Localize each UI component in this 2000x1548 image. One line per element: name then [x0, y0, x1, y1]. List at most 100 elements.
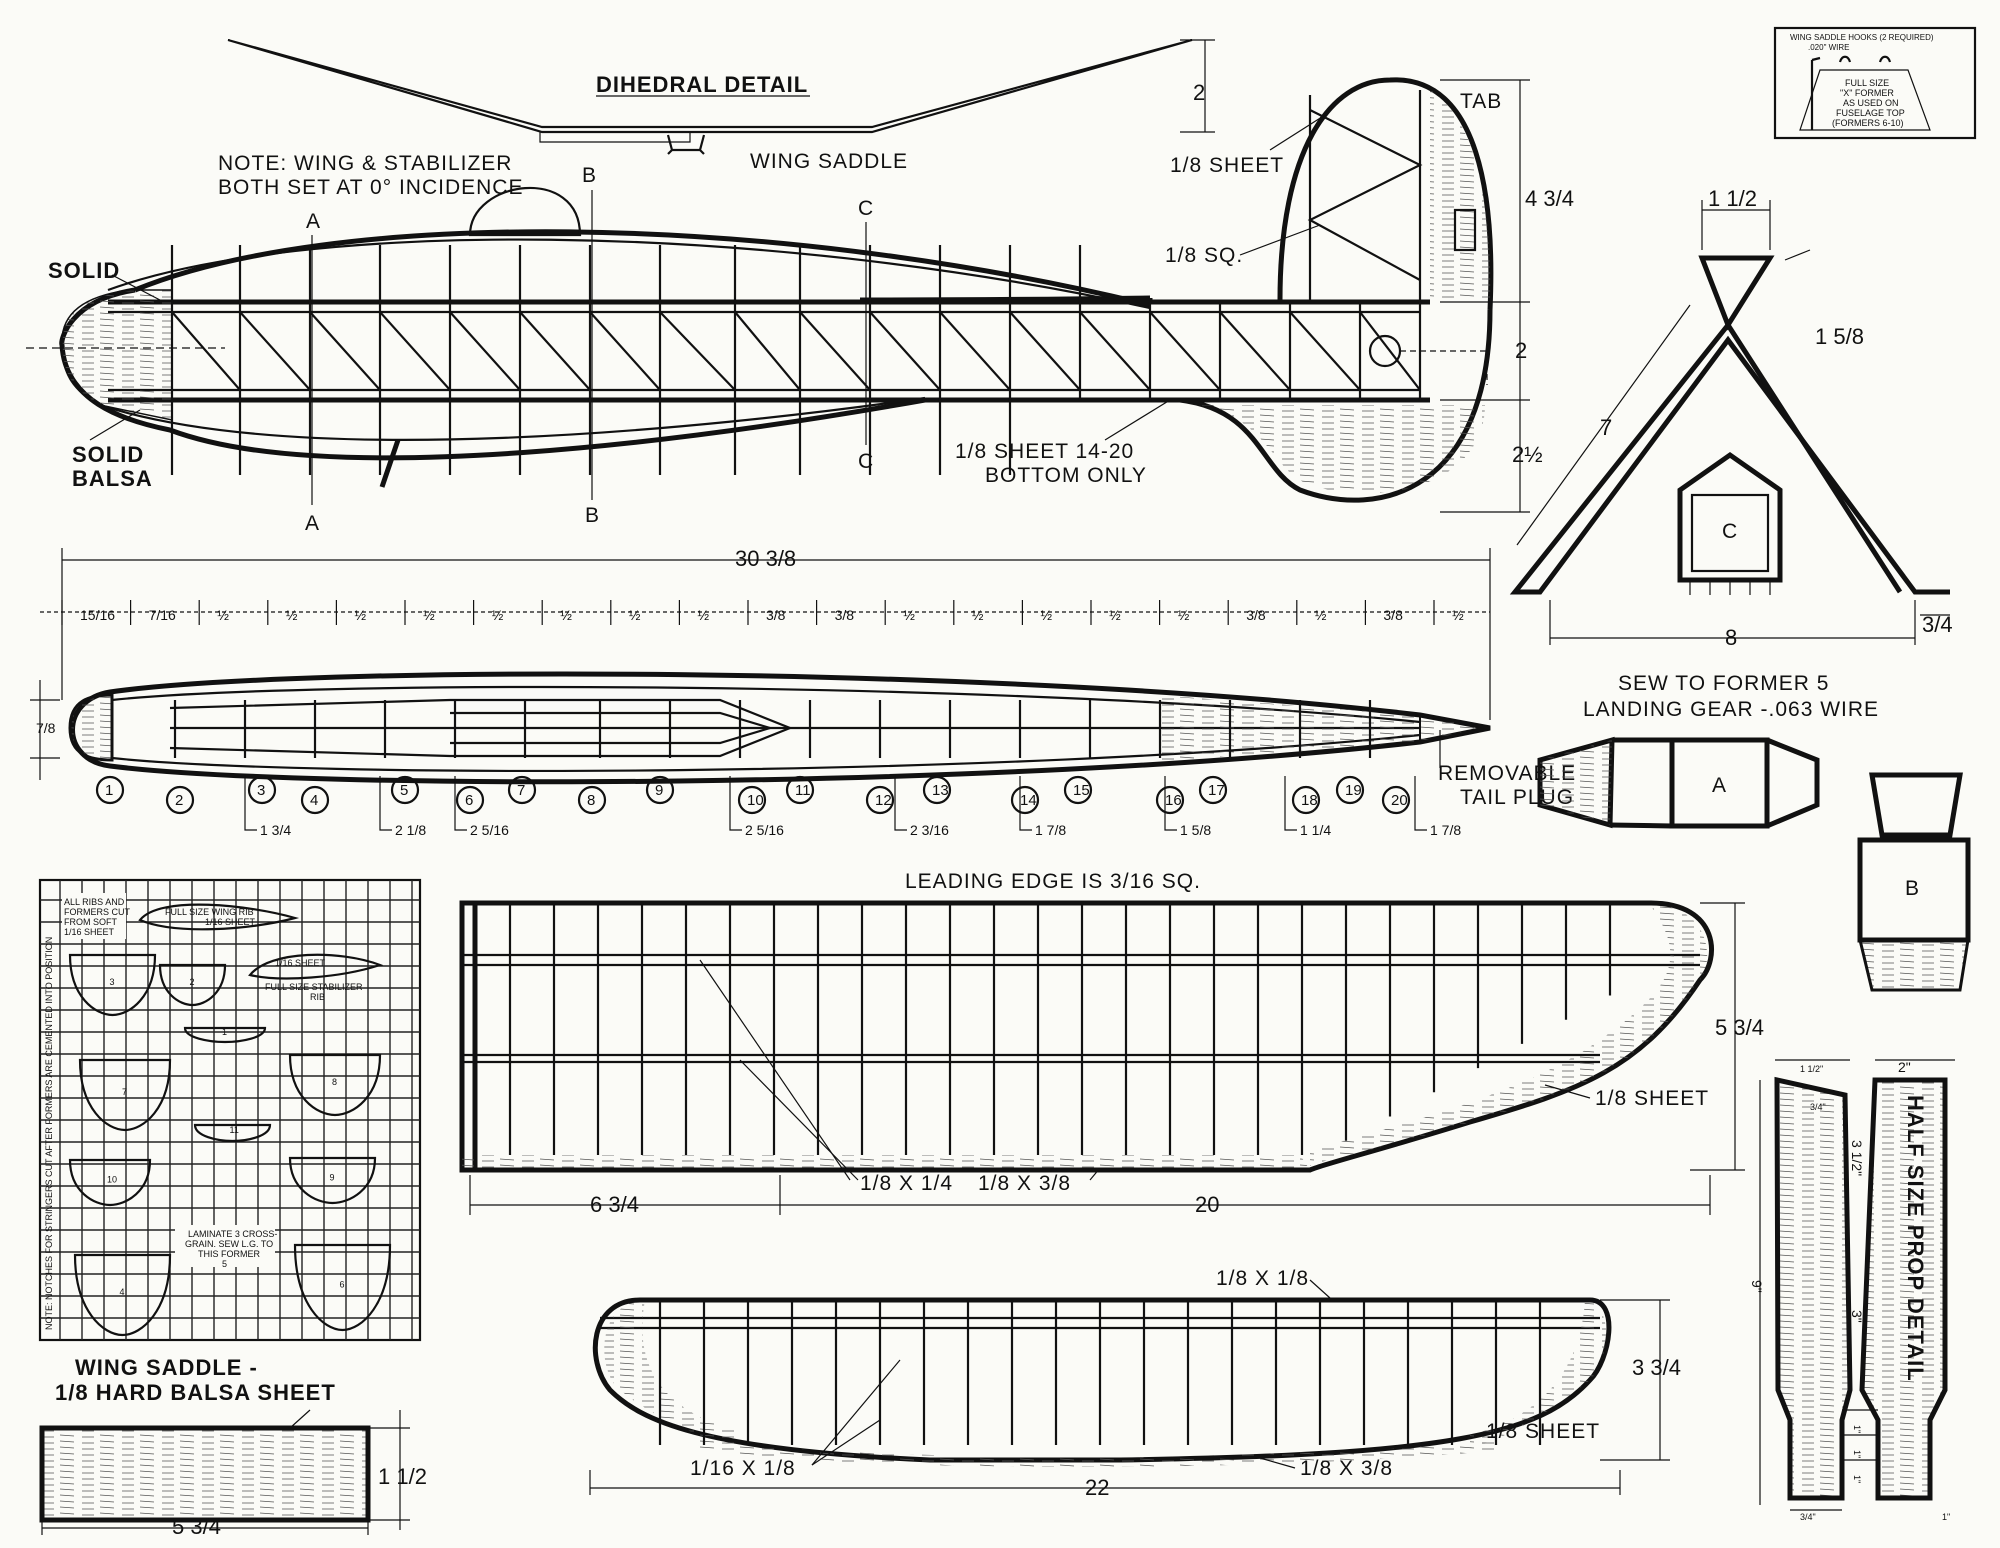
stab-rib-rib: RIB [310, 992, 325, 1002]
saddle-height-dim: 1 1/2 [378, 1464, 427, 1489]
prop-dim-3: 3/4" [1810, 1102, 1826, 1112]
laminate-note-1: LAMINATE 3 CROSS- [188, 1229, 277, 1239]
former-label: 8 [332, 1077, 337, 1087]
prop-detail: 1 1/2" 2" 3/4" 3 1/2" 9" 3" 1" 1" 1" 3/4… [1749, 1059, 1955, 1522]
former-width: 1 1/4 [1300, 822, 1331, 838]
wing-rib-sheet: 1/16 SHEET [205, 917, 256, 927]
wing-saddle-part: WING SADDLE - 1/8 HARD BALSA SHEET 1 1/2… [39, 1355, 427, 1539]
width-leader [894, 776, 907, 831]
former-circle [785, 775, 815, 805]
stab-chord-dim: 3 3/4 [1632, 1355, 1681, 1380]
dihedral-title: DIHEDRAL DETAIL [596, 72, 808, 97]
body-height-dim: 2 [1515, 338, 1527, 363]
former-label: 9 [330, 1173, 335, 1183]
overall-length-dim: 30 3/8 [735, 546, 796, 571]
parts-note-4: 1/16 SHEET [64, 927, 115, 937]
former-circle [1198, 775, 1228, 805]
former-number: 4 [310, 792, 318, 809]
spar1-label: 1/8 X 1/4 [860, 1172, 953, 1195]
rib-and-former-sheet: ALL RIBS AND FORMERS CUT FROM SOFT 1/16 … [38, 878, 422, 1342]
former-circle [507, 775, 537, 805]
former-circle [922, 775, 952, 805]
former-circle [1010, 785, 1040, 815]
wing-span-dim: 20 [1195, 1192, 1219, 1217]
side-diagonal [589, 311, 661, 391]
prop-dim-2: 2" [1898, 1059, 1911, 1075]
spacing-value: 3/8 [835, 607, 855, 623]
fin-height-dim: 4 3/4 [1525, 186, 1574, 211]
rudder-height-dim: 2½ [1512, 442, 1543, 467]
spacing-value: ½ [1040, 607, 1052, 623]
parts-note-3: FROM SOFT [64, 917, 117, 927]
former-circle [1381, 785, 1411, 815]
spacing-value: ½ [492, 607, 504, 623]
stab-rib-size-label: 1/16 X 1/8 [690, 1457, 796, 1480]
wing-chord-dim: 5 3/4 [1715, 1015, 1764, 1040]
prop-title: HALF SIZE PROP DETAIL [1903, 1095, 1928, 1382]
section-a-bottom: A [305, 512, 320, 535]
wing-sheet-label: 1/8 SHEET [1595, 1087, 1709, 1110]
former-width: 2 3/16 [910, 822, 949, 838]
former-width: 1 3/4 [260, 822, 291, 838]
spacing-value: ½ [629, 607, 641, 623]
spacing-value: ½ [1178, 607, 1190, 623]
incidence-note-2: BOTH SET AT 0° INCIDENCE [218, 176, 523, 199]
gear-title-1: SEW TO FORMER 5 [1618, 672, 1829, 695]
side-diagonal [939, 311, 1011, 391]
width-leader [1414, 776, 1427, 831]
side-diagonal [799, 311, 871, 391]
spar2-label: 1/8 X 3/8 [978, 1172, 1071, 1195]
former-width: 2 5/16 [470, 822, 509, 838]
spacing-value: 3/8 [1246, 607, 1266, 623]
saddle-width-dim: 5 3/4 [172, 1514, 221, 1539]
former-outline [78, 1058, 172, 1132]
wing-rib-label: FULL SIZE WING RIB [165, 907, 254, 917]
former-number: 14 [1020, 792, 1037, 809]
spacing-value: ½ [354, 607, 366, 623]
spacing-value: ½ [1109, 607, 1121, 623]
spacing-value: 15/16 [80, 607, 115, 623]
former-number: 6 [465, 792, 473, 809]
gear-width-dim: 8 [1725, 625, 1737, 650]
former-label: 1 [222, 1027, 227, 1037]
section-a-top: A [306, 210, 321, 233]
prop-dim-5: 9" [1749, 1280, 1765, 1293]
notch-note: NOTE: NOTCHES FOR STRINGERS CUT AFTER FO… [44, 937, 54, 1330]
former-width: 2 1/8 [395, 822, 426, 838]
parts-note-2: FORMERS CUT [64, 907, 130, 917]
former-width: 1 7/8 [1430, 822, 1461, 838]
former-number: 8 [587, 792, 595, 809]
hooks-note-5: (FORMERS 6-10) [1832, 118, 1904, 128]
former-circle [737, 785, 767, 815]
stab-le-label: 1/8 X 1/8 [1216, 1267, 1309, 1290]
gear-leg-dim: 7 [1600, 415, 1612, 440]
former-number: 16 [1165, 792, 1182, 809]
former-circle [1063, 775, 1093, 805]
section-c-label: C [1722, 520, 1738, 543]
prop-dim-1: 1 1/2" [1800, 1064, 1823, 1074]
width-leader [1164, 776, 1177, 831]
former-circle [300, 785, 330, 815]
wing-saddle-hooks-detail: WING SADDLE HOOKS (2 REQUIRED) .020" WIR… [1773, 26, 1977, 140]
prop-dim-9: 1" [1852, 1475, 1862, 1483]
former-label: 11 [230, 1125, 239, 1135]
side-diagonal [869, 311, 941, 391]
side-diagonal [1079, 311, 1151, 391]
leading-edge-label: LEADING EDGE IS 3/16 SQ. [905, 870, 1201, 893]
side-diagonal [1289, 311, 1361, 391]
former-number: 3 [257, 782, 265, 799]
gear-angle-dim: 1 5/8 [1815, 324, 1864, 349]
former-number: 18 [1301, 792, 1318, 809]
former-label: 4 [120, 1287, 125, 1297]
spacing-value: ½ [972, 607, 984, 623]
former-number: 5 [400, 782, 408, 799]
saddle-title-2: 1/8 HARD BALSA SHEET [55, 1380, 336, 1405]
section-b-top: B [582, 164, 597, 187]
dihedral-detail: 2 DIHEDRAL DETAIL WING SADDLE [227, 38, 1215, 173]
sheet-bottom-label-1: 1/8 SHEET 14-20 [955, 440, 1134, 463]
former-outline [183, 1026, 267, 1044]
prop-dim-4: 3 1/2" [1849, 1140, 1865, 1176]
former-circle [247, 775, 277, 805]
